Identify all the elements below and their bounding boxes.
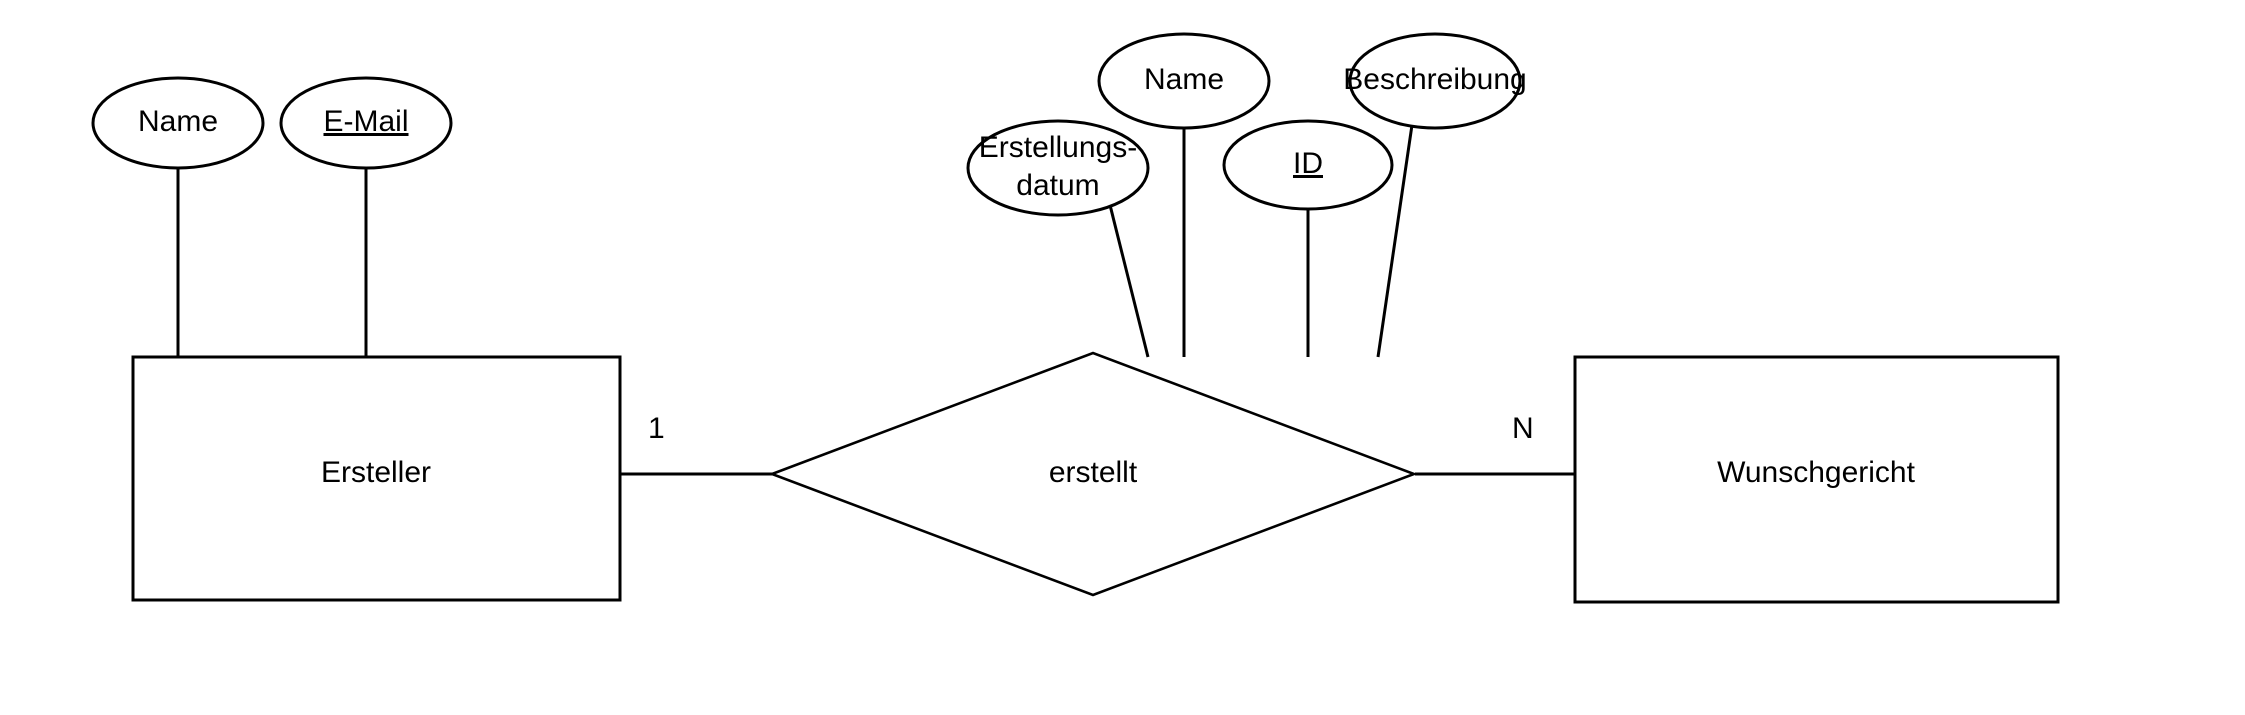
attribute-ersteller-name[interactable]: Name [91,76,265,170]
attribute-wunschgericht-name-label: Name [1144,63,1224,96]
cardinality-label-left: 1 [648,412,665,445]
connector-wunschgericht-beschreibung [1376,124,1414,358]
attribute-wunschgericht-id-ellipse[interactable] [1222,119,1394,211]
entity-ersteller[interactable]: Ersteller [131,355,622,602]
cardinality-label-right: N [1512,412,1534,445]
attribute-wunschgericht-erstellungsdatum[interactable]: Erstellungs-datum [966,119,1150,217]
attribute-ersteller-email-ellipse[interactable] [279,76,453,170]
relationship-erstellt-label: erstellt [1049,456,1138,489]
attribute-ersteller-email-label: E-Mail [323,105,408,138]
attribute-connectors [176,124,1414,358]
attribute-wunschgericht-beschreibung-label: Beschreibung [1343,63,1526,96]
attribute-ersteller-name-label: Name [138,105,218,138]
attribute-wunschgericht-name-ellipse[interactable] [1097,32,1271,130]
entity-ersteller-label: Ersteller [321,456,431,489]
attribute-wunschgericht-erstellungsdatum-label: Erstellungs-datum [979,131,1137,202]
entity-ersteller-box[interactable] [131,355,622,602]
entity-wunschgericht-label: Wunschgericht [1717,456,1916,489]
connector-wunschgericht-erstellungsdatum [1108,204,1150,358]
relationship-erstellt[interactable]: erstellt [768,351,1418,597]
attribute-ersteller-email[interactable]: E-Mail [279,76,453,170]
attribute-wunschgericht-id[interactable]: ID [1222,119,1394,211]
cardinality-labels: 1 N [648,412,1534,445]
entity-wunschgericht-box[interactable] [1573,355,2060,604]
attribute-ersteller-name-ellipse[interactable] [91,76,265,170]
relationship-erstellt-diamond[interactable] [768,351,1418,597]
attribute-wunschgericht-beschreibung[interactable]: Beschreibung [1343,32,1527,130]
attribute-wunschgericht-beschreibung-ellipse[interactable] [1348,32,1522,130]
attribute-wunschgericht-id-label: ID [1293,147,1323,180]
entity-wunschgericht[interactable]: Wunschgericht [1573,355,2060,604]
attribute-wunschgericht-name[interactable]: Name [1097,32,1271,130]
attribute-wunschgericht-erstellungsdatum-ellipse[interactable] [966,119,1150,217]
